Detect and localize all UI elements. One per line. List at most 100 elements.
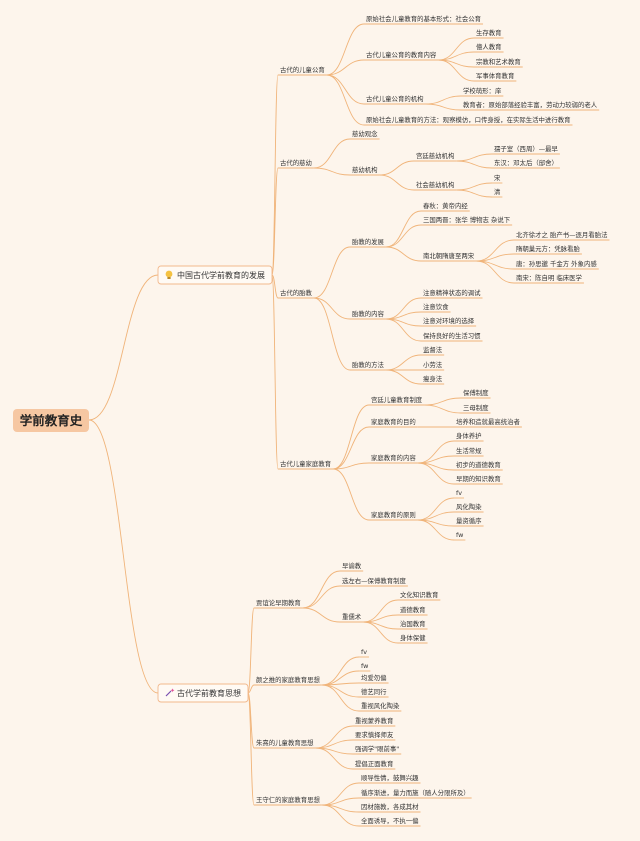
topic-node[interactable]: 重视蒙养教育 [355,716,394,725]
topic-node[interactable]: 唐：孙思邈 千金方 外象内感 [516,259,597,268]
topic-node[interactable]: 注意对环境的选择 [423,316,475,325]
node-label: 古代儿童家庭教育 [280,459,332,468]
topic-node[interactable]: 古代儿童公育的教育内容 [366,50,437,59]
topic-node[interactable]: 慈幼机构 [352,165,378,174]
topic-node[interactable]: 宫廷慈幼机构 [416,151,454,160]
topic-node[interactable]: 瘦身法 [423,374,443,383]
connector-line [321,684,360,698]
topic-node[interactable]: 风化陶染 [456,502,482,511]
topic-node[interactable]: 胎教的方法 [352,360,385,369]
topic-node[interactable]: 古代的胎教 [280,288,313,297]
topic-node[interactable]: 胎教的发展 [352,237,385,246]
branch-node[interactable]: 古代学前教育思想✦ [157,683,249,703]
topic-node[interactable]: 南北朝隋唐至两宋 [423,251,475,260]
topic-node[interactable]: fv [361,648,367,656]
topic-node[interactable]: 南宋：陈自明 临床医学 [516,273,583,282]
topic-node[interactable]: 强调学"眼前事" [355,744,399,753]
topic-node[interactable]: 初步的道德教育 [456,460,501,469]
topic-node[interactable]: 学校萌形：庠 [463,86,502,95]
topic-node[interactable]: 循序渐进，量力而施（随人分限所及） [361,788,470,797]
topic-node[interactable]: 孺子室（西周）—最早 [494,144,559,153]
node-label: 生存教育 [476,28,502,37]
topic-node[interactable]: fv [456,489,462,497]
topic-node[interactable]: 身体保健 [400,633,426,642]
lightbulb-icon [165,270,173,279]
topic-node[interactable]: 北齐徐才之 胎产书—逐月看胎法 [516,230,608,239]
topic-node[interactable]: 三国两晋：张华 博物志 杂说下 [423,215,511,224]
topic-node[interactable]: 家庭教育的内容 [371,453,416,462]
topic-node[interactable]: 生活常规 [456,446,482,455]
connector-line [456,189,493,198]
topic-node[interactable]: 生存教育 [476,28,502,37]
node-label: 文化知识教育 [400,590,439,599]
connector-line [333,426,370,470]
topic-node[interactable]: 小劳法 [423,360,443,369]
topic-node[interactable]: 因材施教，各成其材 [361,802,419,811]
topic-node[interactable]: 文化知识教育 [400,590,439,599]
topic-node[interactable]: 三母制度 [463,403,489,412]
topic-node[interactable]: 保傅制度 [463,388,489,397]
node-label: 注意饮食 [423,302,449,311]
topic-node[interactable]: 朱熹的儿童教育思想 [256,738,314,747]
topic-node[interactable]: 隋朝巢元方：凭脉看胎 [516,244,581,253]
topic-node[interactable]: 监督法 [423,345,443,354]
topic-node[interactable]: 春秋：黄帝内经 [423,201,468,210]
topic-node[interactable]: 億人教育 [476,42,502,51]
connector-line [321,684,360,712]
connector-line [313,297,351,371]
topic-node[interactable]: 宗教和艺术教育 [476,57,521,66]
topic-node[interactable]: 道德教育 [400,605,426,614]
topic-node[interactable]: 古代的儿童公育 [280,65,325,74]
topic-node[interactable]: 社会慈幼机构 [416,180,454,189]
topic-node[interactable]: 德艺同行 [361,687,387,696]
topic-node[interactable]: 早期的知识教育 [456,474,501,483]
topic-node[interactable]: 古代儿童家庭教育 [280,459,332,468]
topic-node[interactable]: 提倡正面教育 [355,759,394,768]
topic-node[interactable]: 原始社会儿童教育的基本形式：社会公育 [366,14,482,23]
topic-node[interactable]: 宫廷儿童教育制度 [371,395,423,404]
root-node[interactable]: 学前教育史 [13,409,89,432]
node-label: 均爱勿偏 [361,673,387,682]
topic-node[interactable]: 宋 [494,173,501,182]
topic-node[interactable]: 顺导性情，鼓舞兴趣 [361,773,419,782]
node-label: 教育者：原始部落经验丰富，劳动力较弱的老人 [463,100,598,109]
topic-node[interactable]: 全面诱导，不执一偏 [361,816,419,825]
topic-node[interactable]: 保持良好的生活习惯 [423,331,481,340]
topic-node[interactable]: 家庭教育的原则 [371,510,416,519]
topic-node[interactable]: 重儒术 [342,612,362,621]
topic-node[interactable]: 选左右—保傅教育制度 [342,576,407,585]
topic-node[interactable]: 身体养护 [456,431,482,440]
topic-node[interactable]: 古代儿童公育的机构 [366,94,424,103]
topic-node[interactable]: 胎教的内容 [352,309,385,318]
topic-node[interactable]: 注意精神状态的调试 [423,288,481,297]
topic-node[interactable]: 重视风化陶染 [361,701,400,710]
topic-node[interactable]: 均爱勿偏 [361,673,387,682]
connector-line [313,138,351,169]
node-label: 德艺同行 [361,687,387,696]
topic-node[interactable]: 原始社会儿童教育的方法：观察模仿，口传身授，在实际生活中进行教育 [366,115,571,124]
topic-node[interactable]: 教育者：原始部落经验丰富，劳动力较弱的老人 [463,100,598,109]
topic-node[interactable]: 家庭教育的目的 [371,417,416,426]
topic-node[interactable]: fw [456,531,463,539]
node-label: 提倡正面教育 [355,759,394,768]
topic-node[interactable]: 贾谊论早期教育 [256,598,301,607]
topic-node[interactable]: 慈幼观念 [352,129,378,138]
topic-node[interactable]: 清 [494,187,501,196]
node-label: 监督法 [423,345,443,354]
topic-node[interactable]: 要求慎择师友 [355,730,394,739]
topic-node[interactable]: 注意饮食 [423,302,449,311]
topic-node[interactable]: 东汉：邓太后（邸舍） [494,158,558,167]
topic-node[interactable]: 早谕教 [342,561,362,570]
topic-node[interactable]: 培养和造就最高统治者 [456,417,521,426]
connector-line [326,23,365,76]
topic-node[interactable]: 王守仁的家庭教育思想 [256,795,321,804]
topic-node[interactable]: 治国教育 [400,619,426,628]
topic-node[interactable]: fw [361,662,368,670]
topic-node[interactable]: 军事体育教育 [476,71,515,80]
topic-node[interactable]: 古代的慈幼 [280,158,312,167]
branch-node[interactable]: 中国古代学前教育的发展 [157,265,273,285]
connector-line [385,369,422,385]
topic-node[interactable]: 颜之推的家庭教育思想 [256,675,321,684]
topic-node[interactable]: 量资循序 [456,516,482,525]
